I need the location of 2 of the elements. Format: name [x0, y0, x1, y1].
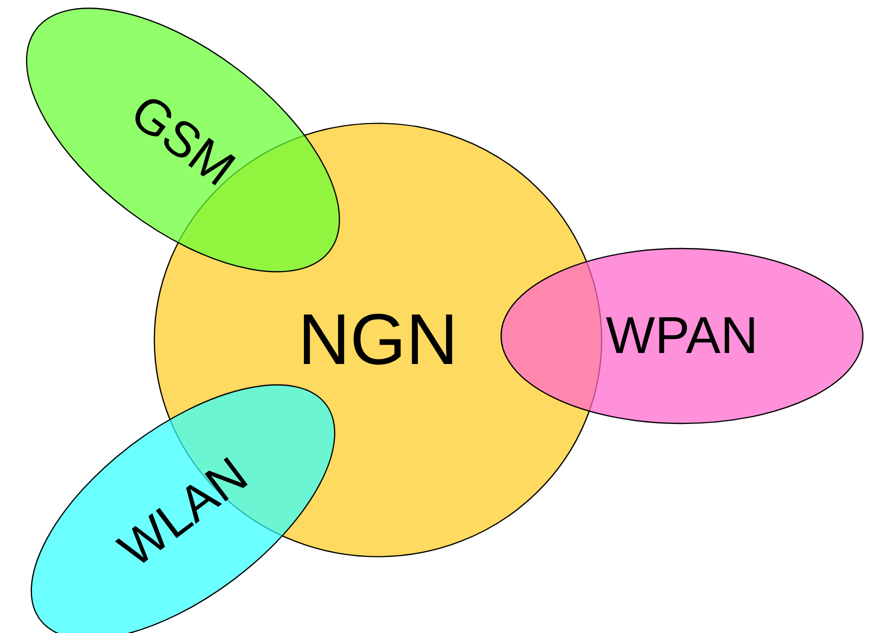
network-label: WPAN — [606, 310, 758, 362]
network-label: NGN — [298, 304, 458, 376]
